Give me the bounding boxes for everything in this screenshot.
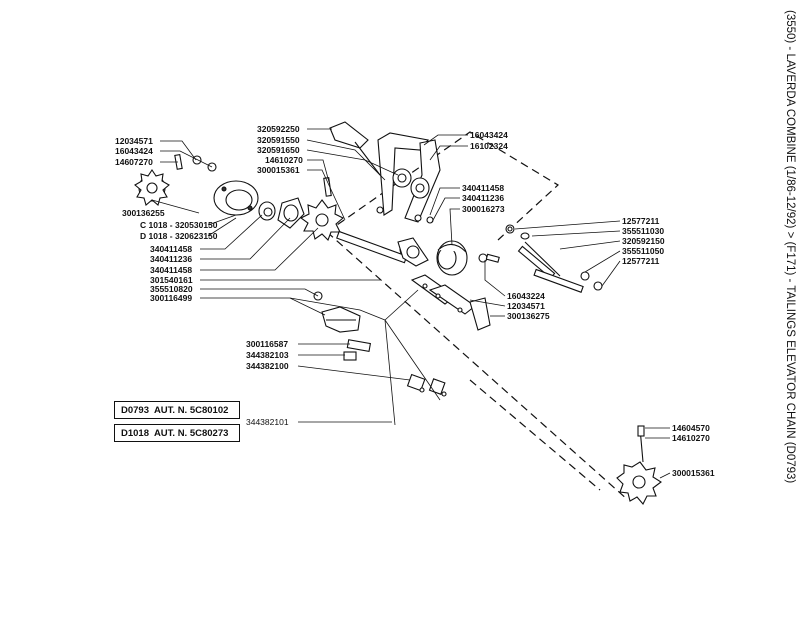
part-label: 320591550 [257,135,300,145]
part-label: 355510820 [150,284,193,294]
part-label: 300136275 [507,311,550,321]
aut-box-d1018: D1018 AUT. N. 5C80273 [114,424,240,442]
part-label: 340411458 [150,244,192,254]
part-label: 340411458 [462,183,504,193]
part-label: 344382101 [246,417,289,427]
part-label: 300015361 [672,468,715,478]
part-labels: 12034571 16043424 14607270 300136255 C 1… [115,124,715,478]
aut-box-d0793: D0793 AUT. N. 5C80102 [114,401,240,419]
part-label: 12034571 [115,136,153,146]
part-label: 14607270 [115,157,153,167]
aut-code: D0793 [121,405,149,416]
page-title: (3550) - LAVERDA COMBINE (1/86-12/92) > … [778,10,802,610]
part-label: 301540161 [150,275,193,285]
part-label: C 1018 - 320530150 [140,220,218,230]
part-label: 16043424 [115,146,153,156]
small-sprocket [134,169,170,206]
part-label: 320591650 [257,145,300,155]
part-label: 16043424 [470,130,508,140]
drive-sprocket-assembly [134,153,344,241]
large-sprocket [299,199,344,241]
part-label: 14610270 [265,155,303,165]
hub-flange [213,180,259,216]
part-label: 355511050 [622,246,664,256]
part-label: 355511030 [622,226,664,236]
part-label: 16102324 [470,141,508,151]
aut-text: AUT. N. 5C80273 [153,428,229,439]
aut-code: D1018 [121,428,149,439]
tensioner-assembly [397,237,500,276]
part-label: 14610270 [672,433,710,443]
leader-lines [151,128,671,479]
elevator-chain [326,131,629,501]
part-label: 12577211 [622,256,660,266]
part-label: 14604570 [672,423,710,433]
upper-bracket [323,121,441,224]
part-label: 340411458 [150,265,192,275]
part-label: 300116499 [150,293,192,303]
aut-text: AUT. N. 5C80102 [153,405,229,416]
part-label: 300015361 [257,165,300,175]
part-label: D 1018 - 320623150 [140,231,218,241]
page-title-text: (3550) - LAVERDA COMBINE (1/86-12/92) > … [784,10,796,484]
tension-rod [505,224,603,293]
part-label: 12577211 [622,216,660,226]
part-label: 340411236 [462,193,504,203]
chain-attachments [410,274,491,331]
part-label: 12034571 [507,301,545,311]
part-label: 16043224 [507,291,545,301]
bottom-idler-sprocket [616,425,662,505]
part-label: 300116587 [246,339,288,349]
part-label: 344382103 [246,350,289,360]
part-label: 344382100 [246,361,289,371]
part-label: 320592250 [257,124,300,134]
part-label: 320592150 [622,236,665,246]
part-label: 340411236 [150,254,192,264]
part-label: 300016273 [462,204,505,214]
part-label: 300136255 [122,208,165,218]
